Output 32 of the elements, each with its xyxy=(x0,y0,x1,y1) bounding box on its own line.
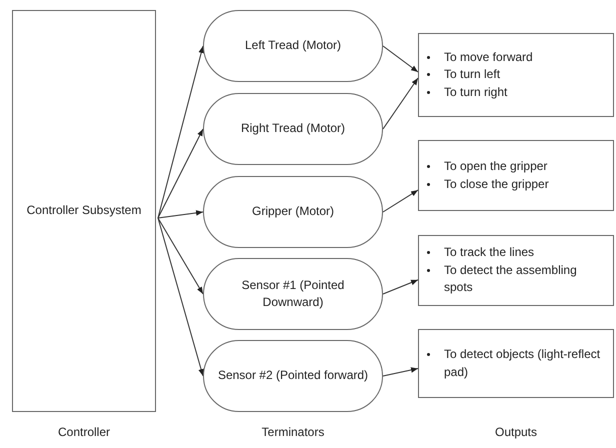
column-heading: Terminators xyxy=(260,425,326,439)
arrow xyxy=(382,367,418,376)
output-text: To open the gripper xyxy=(444,158,548,176)
arrow xyxy=(158,46,204,218)
arrow xyxy=(158,218,204,376)
output-text: To close the gripper xyxy=(444,176,549,192)
output-text: To detect the assembling spots xyxy=(444,262,578,296)
output-box xyxy=(418,140,614,211)
arrow xyxy=(382,46,418,72)
controller-box xyxy=(12,10,156,412)
terminator-label: Sensor #2 (Pointed forward) xyxy=(218,367,368,384)
terminator-label: Sensor #1 (Pointed Downward) xyxy=(240,276,346,311)
output-text: To move forward xyxy=(444,48,533,66)
arrow xyxy=(382,78,418,130)
output-text: To detect objects (light-reflect pad) xyxy=(444,346,602,380)
terminator-label: Gripper (Motor) xyxy=(252,203,334,220)
arrow xyxy=(158,218,204,294)
output-text: To track the lines xyxy=(444,244,534,262)
arrow xyxy=(158,128,204,218)
output-box xyxy=(418,329,614,398)
terminator-label: Right Tread (Motor) xyxy=(240,120,346,138)
terminator-label: Left Tread (Motor) xyxy=(244,37,342,54)
controller-label: Controller Subsystem xyxy=(26,202,142,220)
output-text: To turn left xyxy=(444,66,500,84)
column-heading: Outputs xyxy=(494,425,538,439)
arrow xyxy=(382,190,418,212)
output-box xyxy=(418,33,614,117)
arrow xyxy=(382,279,418,294)
output-text: To turn right xyxy=(444,84,508,101)
column-heading: Controller xyxy=(56,425,112,439)
arrow xyxy=(158,210,204,218)
output-box xyxy=(418,235,614,306)
